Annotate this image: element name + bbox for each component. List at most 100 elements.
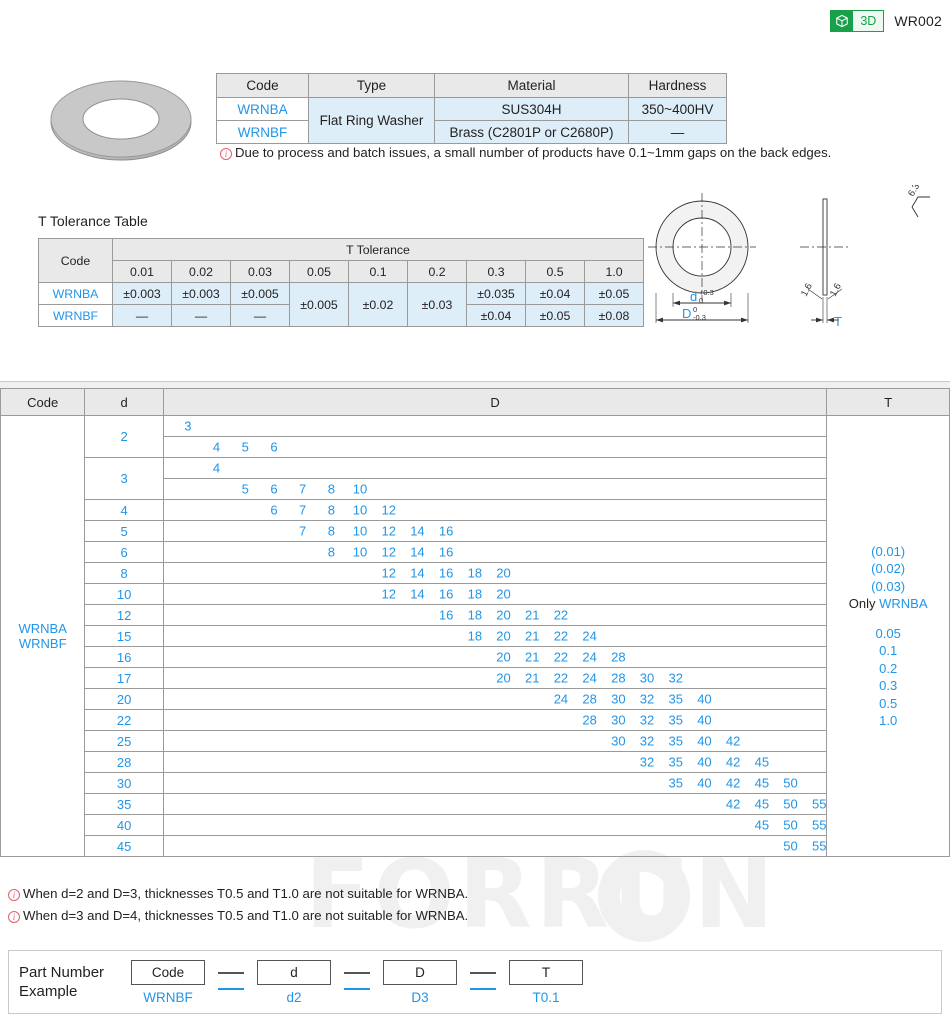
bottom-note-1: i When d=3 and D=4, thicknesses T0.5 and… <box>0 908 950 930</box>
dim-D-cell: 4 5 6 <box>162 436 828 458</box>
dim-D-value: 55 <box>812 817 827 833</box>
info-icon: i <box>8 911 20 923</box>
3d-view-badge[interactable]: 3D <box>830 10 885 32</box>
dim-D-cell: 4 <box>162 457 828 479</box>
dim-D-value: 22 <box>553 670 569 686</box>
dim-D-value: 14 <box>410 565 425 581</box>
tol-wrnba-05: ±0.04 <box>525 282 585 305</box>
dim-d-value: 22 <box>84 709 164 731</box>
tol-wrnbf-03: ±0.04 <box>466 304 526 327</box>
dim-D-value: 4 <box>212 460 221 476</box>
top-note-text: Due to process and batch issues, a small… <box>235 145 832 160</box>
part-number-box-d[interactable]: D <box>383 959 457 985</box>
dimension-header-row: Code d D T <box>0 388 950 416</box>
dim-D-value: 42 <box>725 796 741 812</box>
dim-header-d: d <box>84 388 164 416</box>
bottom-notes: i When d=2 and D=3, thicknesses T0.5 and… <box>0 886 950 930</box>
dim-D-value: 12 <box>381 544 396 560</box>
tol-code-wrnba: WRNBA <box>38 282 113 305</box>
tol-col-8: 1.0 <box>584 260 644 283</box>
part-number-box-code[interactable]: Code <box>131 959 205 985</box>
dim-D-value: 5 <box>241 439 249 455</box>
dim-d-value: 16 <box>84 646 164 668</box>
part-code-label: WR002 <box>894 13 942 29</box>
dim-D-value: 40 <box>697 691 712 707</box>
top-note: i Due to process and batch issues, a sma… <box>220 145 831 160</box>
spec-code-wrnba: WRNBA <box>216 97 309 121</box>
tol-wrnba-002: ±0.003 <box>171 282 231 305</box>
dim-D-value: 50 <box>783 796 798 812</box>
spec-header-hardness: Hardness <box>628 73 727 98</box>
dim-D-value: 30 <box>611 733 626 749</box>
dim-D-value: 28 <box>611 670 626 686</box>
part-number-title-line2: Example <box>19 983 78 1000</box>
dim-D-value: 22 <box>553 649 569 665</box>
dim-D-value: 45 <box>754 817 770 833</box>
table-row: WRNBA Flat Ring Washer SUS304H 350~400HV <box>216 97 727 144</box>
dim-D-value: 45 <box>754 754 770 770</box>
dim-D-value: 35 <box>668 775 683 791</box>
tol-col-0: 0.01 <box>112 260 172 283</box>
dim-header-D: D <box>162 388 828 416</box>
dim-D-value: 40 <box>697 754 712 770</box>
dim-D-value: 40 <box>697 775 712 791</box>
dim-D-value: 4 <box>212 439 221 455</box>
dim-D-value: 24 <box>582 628 597 644</box>
dim-D-value: 8 <box>327 481 335 497</box>
dim-d-value: 20 <box>84 688 164 710</box>
tol-col-5: 0.2 <box>407 260 467 283</box>
spec-header-material: Material <box>434 73 629 98</box>
tol-col-7: 0.5 <box>525 260 585 283</box>
dim-d-value: 17 <box>84 667 164 689</box>
table-row: WRNBA ±0.003 ±0.003 ±0.005 ±0.005 ±0.02 … <box>38 282 644 327</box>
dim-D-value: 12 <box>381 565 396 581</box>
dim-d-value: 6 <box>84 541 164 563</box>
dim-D-cell: 3 <box>162 415 828 437</box>
dim-T-value: 1.0 <box>879 713 898 728</box>
dim-D-value: 12 <box>381 523 396 539</box>
technical-drawing: d +0.3 0 D 0 -0.3 1.6 1.6 T 6.3 <box>648 185 930 329</box>
dim-D-value: 55 <box>812 796 827 812</box>
dim-D-value: 10 <box>352 502 368 518</box>
drawing-D-label: D <box>682 306 691 321</box>
dim-T-value: 0.05 <box>875 625 901 641</box>
part-number-box-d[interactable]: d <box>257 959 331 985</box>
dim-D-value: 35 <box>668 733 683 749</box>
spec-header-row: Code Type Material Hardness <box>216 73 727 98</box>
part-number-box-t[interactable]: T <box>509 959 583 985</box>
tolerance-title: T Tolerance Table <box>38 213 148 229</box>
dim-D-value: 21 <box>525 649 540 665</box>
part-number-value-t: T0.1 <box>532 989 560 1005</box>
dim-D-value: 50 <box>783 775 798 791</box>
dim-D-value: 6 <box>270 439 278 455</box>
dim-d-value: 35 <box>84 793 164 815</box>
dim-D-value: 16 <box>438 586 454 602</box>
dim-D-value: 16 <box>438 544 454 560</box>
dim-D-value: 45 <box>754 775 770 791</box>
drawing-D-tol-lower: -0.3 <box>693 313 706 322</box>
overview-section: Code Type Material Hardness WRNBA Flat R… <box>0 0 950 382</box>
dim-T-bracketed-value: (0.03) <box>871 578 906 594</box>
drawing-D-tol-upper: 0 <box>693 305 697 314</box>
dim-d-value: 10 <box>84 583 164 605</box>
dim-D-value: 32 <box>639 733 655 749</box>
